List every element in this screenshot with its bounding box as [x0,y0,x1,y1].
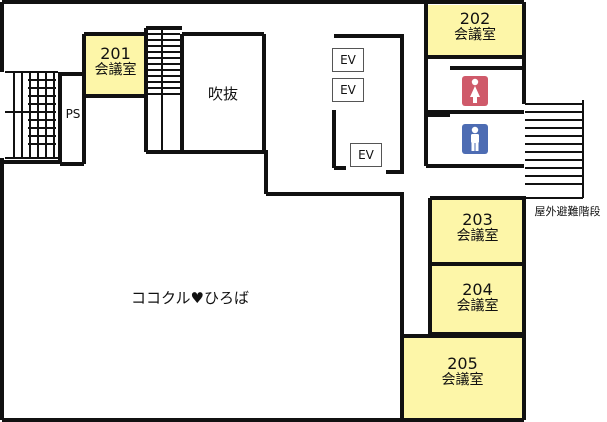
room-204-label: 204 会議室 [432,281,523,315]
room-202-number: 202 [459,9,491,28]
meeting-room-fills [86,5,523,418]
room-201-label: 201 会議室 [86,45,145,79]
man-restroom-icon [462,124,488,154]
room-204-fill[interactable] [432,266,523,334]
elevator-1: EV [332,48,364,72]
room-205-fill[interactable] [402,336,523,418]
room-203-name: 会議室 [456,227,499,244]
walls [0,0,526,422]
room-201-fill[interactable] [86,35,145,94]
woman-restroom-icon [462,76,488,106]
room-202-label: 202 会議室 [428,10,522,44]
room-204-name: 会議室 [456,297,499,314]
room-201-name: 会議室 [94,61,137,78]
room-205-number: 205 [447,354,478,373]
room-201-number: 201 [100,44,131,63]
left-stairs-drawing [5,71,58,159]
plaza-label: ココクル♥ひろば [131,289,249,307]
elevator-3: EV [350,143,382,167]
room-203-label: 203 会議室 [432,211,523,245]
room-203-fill[interactable] [432,200,523,264]
room-202-name: 会議室 [454,26,496,43]
room-204-number: 204 [462,280,493,299]
center-stairs-drawing [147,28,180,150]
atrium-label: 吹抜 [207,85,238,103]
room-205-label: 205 会議室 [402,355,523,389]
room-205-name: 会議室 [441,371,484,388]
room-202-fill[interactable] [428,5,522,57]
room-203-number: 203 [462,210,493,229]
outdoor-stairs-drawing [525,100,584,199]
elevator-2: EV [332,78,364,102]
outdoor-stairs-label: 屋外避難階段 [534,205,601,218]
ps-label: PS [65,107,81,121]
